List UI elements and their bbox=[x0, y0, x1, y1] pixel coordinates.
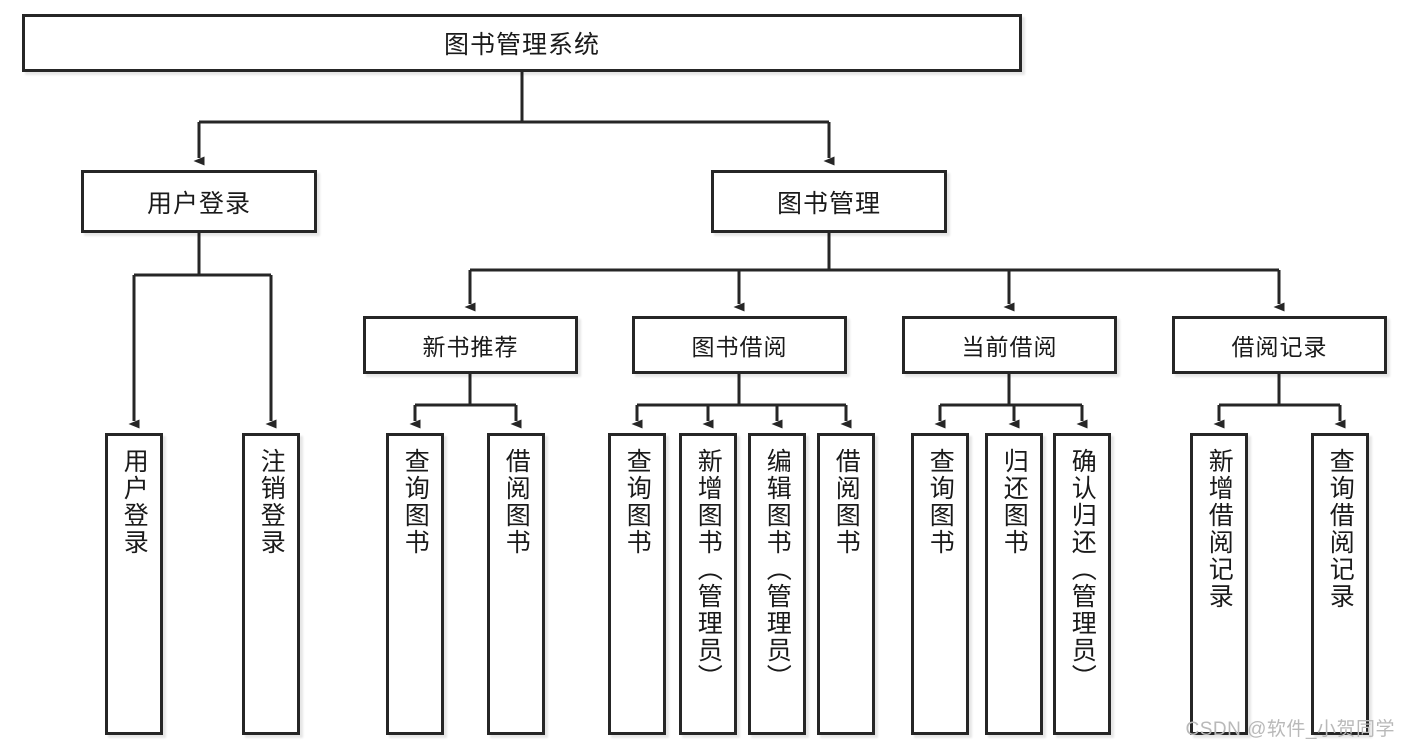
csdn-watermark: CSDN @软件_小贺同学 bbox=[1185, 719, 1395, 740]
node-leaf-return-book-label: 归还图书 bbox=[1000, 448, 1029, 556]
node-leaf-query-borrow-record[interactable]: 查询借阅记录 bbox=[1311, 433, 1369, 735]
node-book-manage[interactable]: 图书管理 bbox=[711, 170, 947, 233]
node-leaf-edit-book[interactable]: 编辑图书（管理员） bbox=[748, 433, 806, 735]
node-leaf-borrow-book-rec-label: 借阅图书 bbox=[502, 448, 531, 556]
node-leaf-user-login[interactable]: 用户登录 bbox=[105, 433, 163, 735]
node-leaf-user-login-label: 用户登录 bbox=[120, 448, 149, 556]
node-user-login-label: 用户登录 bbox=[146, 189, 251, 218]
node-leaf-confirm-return[interactable]: 确认归还（管理员） bbox=[1053, 433, 1111, 735]
node-leaf-borrow-book[interactable]: 借阅图书 bbox=[817, 433, 875, 735]
node-leaf-add-book[interactable]: 新增图书（管理员） bbox=[679, 433, 737, 735]
node-borrow-record-label: 借阅记录 bbox=[1231, 334, 1328, 360]
node-current-borrow-label: 当前借阅 bbox=[961, 334, 1058, 360]
node-leaf-query-book-current-label: 查询图书 bbox=[926, 448, 955, 556]
node-new-book-recommend[interactable]: 新书推荐 bbox=[363, 316, 578, 374]
node-leaf-query-book-rec-label: 查询图书 bbox=[401, 448, 430, 556]
node-leaf-edit-book-label: 编辑图书（管理员） bbox=[763, 448, 792, 691]
node-leaf-query-book-rec[interactable]: 查询图书 bbox=[386, 433, 444, 735]
node-leaf-user-logout[interactable]: 注销登录 bbox=[242, 433, 300, 735]
node-leaf-query-book-current[interactable]: 查询图书 bbox=[911, 433, 969, 735]
node-leaf-confirm-return-label: 确认归还（管理员） bbox=[1068, 448, 1097, 691]
node-book-borrow[interactable]: 图书借阅 bbox=[632, 316, 847, 374]
node-leaf-return-book[interactable]: 归还图书 bbox=[985, 433, 1043, 735]
node-new-book-recommend-label: 新书推荐 bbox=[422, 334, 519, 360]
node-leaf-query-book-borrow[interactable]: 查询图书 bbox=[608, 433, 666, 735]
node-leaf-borrow-book-label: 借阅图书 bbox=[832, 448, 861, 556]
node-root[interactable]: 图书管理系统 bbox=[22, 14, 1022, 72]
node-leaf-borrow-book-rec[interactable]: 借阅图书 bbox=[487, 433, 545, 735]
node-leaf-add-borrow-record-label: 新增借阅记录 bbox=[1205, 448, 1234, 610]
node-leaf-user-logout-label: 注销登录 bbox=[257, 448, 286, 556]
node-root-label: 图书管理系统 bbox=[443, 31, 600, 59]
node-current-borrow[interactable]: 当前借阅 bbox=[902, 316, 1117, 374]
node-user-login[interactable]: 用户登录 bbox=[81, 170, 317, 233]
node-book-manage-label: 图书管理 bbox=[776, 189, 881, 218]
node-borrow-record[interactable]: 借阅记录 bbox=[1172, 316, 1387, 374]
node-leaf-add-borrow-record[interactable]: 新增借阅记录 bbox=[1190, 433, 1248, 735]
node-book-borrow-label: 图书借阅 bbox=[691, 334, 788, 360]
node-leaf-add-book-label: 新增图书（管理员） bbox=[694, 448, 723, 691]
node-leaf-query-book-borrow-label: 查询图书 bbox=[623, 448, 652, 556]
node-leaf-query-borrow-record-label: 查询借阅记录 bbox=[1326, 448, 1355, 610]
